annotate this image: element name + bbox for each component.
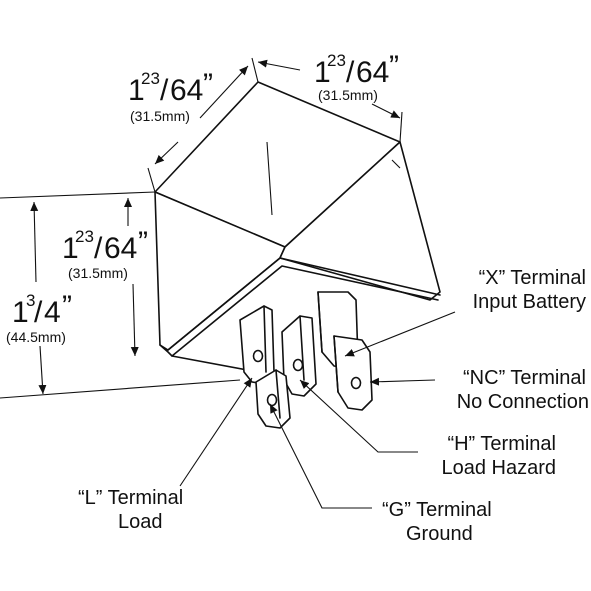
dim-top-left-denominator: 64 [170, 74, 203, 107]
relay-body [154, 81, 441, 373]
label-terminal-h: “H” Terminal Load Hazard [441, 433, 556, 479]
label-terminal-g: “G” Terminal Ground [382, 499, 492, 545]
terminal-x-title: “X” Terminal [479, 267, 586, 289]
dim-top-left-metric: (31.5mm) [130, 108, 190, 124]
dim-arrow-top-right-a [257, 59, 301, 71]
terminal-l-desc: Load [118, 511, 163, 533]
label-terminal-l: “L” Terminal Load [78, 487, 183, 533]
leader-g [269, 403, 372, 509]
dim-side-metric: (31.5mm) [68, 265, 128, 281]
leader-lines [179, 311, 456, 509]
dim-top-left-quote: ” [203, 68, 213, 101]
leader-nc [369, 377, 436, 386]
extension-line-top-right [399, 111, 403, 143]
dim-overall-whole: 1 [12, 296, 29, 329]
dim-side-whole: 1 [62, 232, 79, 265]
dim-label-overall-height: 1 3 / 4 ” (44.5mm) [6, 290, 72, 345]
dim-arrow-overall-down [38, 345, 47, 395]
dim-top-right-quote: ” [389, 50, 399, 83]
relay-base-rim [167, 257, 441, 351]
dim-label-side-height: 1 23 / 64 ” (31.5mm) [62, 226, 148, 281]
terminal-x-desc: Input Battery [473, 291, 586, 313]
dim-overall-metric: (44.5mm) [6, 329, 66, 345]
terminal-l-title: “L” Terminal [78, 487, 183, 509]
terminal-h-title: “H” Terminal [447, 433, 556, 455]
dim-top-right-whole: 1 [314, 56, 331, 89]
dim-overall-slash: / [34, 296, 43, 329]
dim-label-top-right: 1 23 / 64 ” (31.5mm) [314, 50, 399, 103]
extension-line-height-bottom [0, 379, 241, 399]
dim-overall-numerator: 3 [26, 291, 35, 310]
dim-arrow-top-right-b [371, 103, 401, 119]
dim-top-left-whole: 1 [128, 74, 145, 107]
extension-line-top-left [147, 167, 156, 193]
terminal-h-desc: Load Hazard [441, 457, 556, 479]
label-terminal-nc: “NC” Terminal No Connection [457, 367, 589, 413]
relay-base-edge [159, 344, 259, 373]
dim-top-right-metric: (31.5mm) [318, 87, 378, 103]
dimension-lines [0, 57, 403, 399]
terminal-nc-title: “NC” Terminal [463, 367, 586, 389]
dim-top-left-slash: / [160, 74, 169, 107]
dim-top-right-numerator: 23 [327, 51, 346, 70]
relay-right-face [279, 141, 441, 301]
dim-side-slash: / [94, 232, 103, 265]
terminal-nc-desc: No Connection [457, 391, 589, 413]
dim-overall-denominator: 4 [44, 296, 61, 329]
dim-label-top-left: 1 23 / 64 ” (31.5mm) [128, 68, 213, 124]
leader-h [299, 379, 418, 453]
dim-arrow-overall-up [30, 201, 39, 283]
dim-overall-quote: ” [62, 290, 72, 323]
leader-x [344, 311, 456, 357]
terminal-nc-blade [333, 335, 373, 411]
terminal-g-desc: Ground [406, 523, 473, 545]
dim-top-left-numerator: 23 [141, 69, 160, 88]
relay-base-rim-inner [171, 265, 439, 357]
terminal-blades [239, 291, 373, 429]
dim-arrow-top-left-a [199, 65, 249, 119]
leader-l [179, 377, 253, 487]
extension-line-top-mid [251, 57, 259, 83]
dim-top-right-denominator: 64 [356, 56, 389, 89]
terminal-g-blade [255, 369, 291, 429]
terminal-h-blade [281, 315, 317, 397]
dim-side-denominator: 64 [104, 232, 137, 265]
extension-line-height-top [0, 191, 156, 199]
dim-arrow-side-down [130, 283, 139, 357]
terminal-l-blade [239, 305, 275, 385]
dim-side-quote: ” [138, 226, 148, 259]
dim-side-numerator: 23 [75, 227, 94, 246]
relay-edge-shade [266, 141, 401, 216]
label-terminal-x: “X” Terminal Input Battery [473, 267, 586, 313]
dim-arrow-top-left-b [154, 141, 179, 165]
terminal-g-title: “G” Terminal [382, 499, 492, 521]
dim-top-right-slash: / [346, 56, 355, 89]
